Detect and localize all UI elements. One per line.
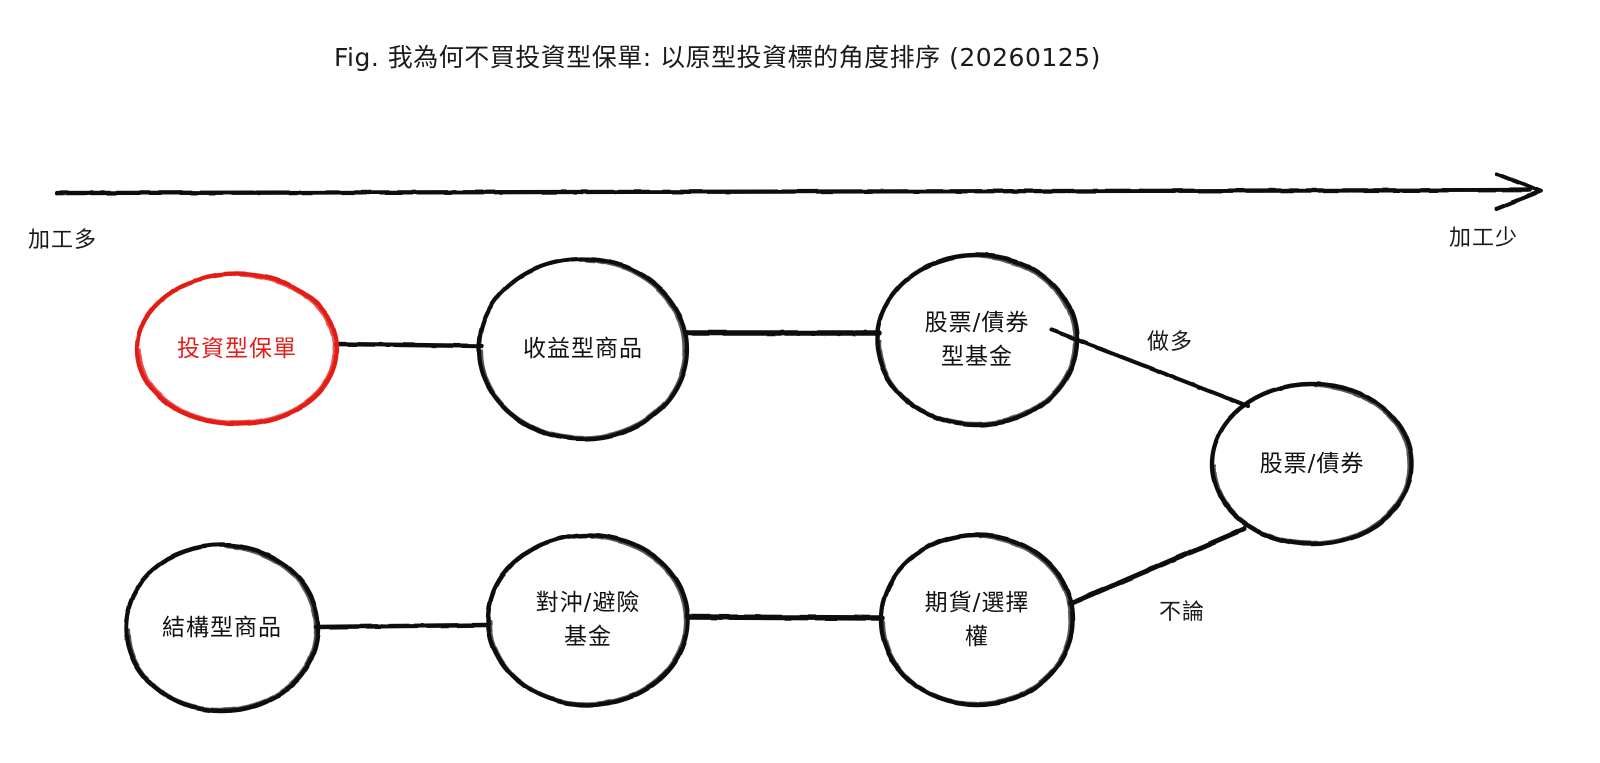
node-income-product[interactable]: [476, 256, 690, 442]
node-stock-bond-fund[interactable]: [874, 252, 1080, 428]
processing-degree-axis: [54, 172, 1543, 211]
axis-label-right: 加工少: [1449, 226, 1519, 251]
node-label-income-product: 收益型商品: [523, 336, 643, 362]
node-label-line-1: 期貨/選擇: [924, 590, 1030, 616]
node-label-stock-bond: 股票/債券: [1259, 451, 1365, 477]
node-label-futures-options: 期貨/選擇 權: [925, 586, 1030, 654]
node-structured-product[interactable]: [123, 542, 321, 714]
axis-label-left: 加工多: [28, 228, 98, 253]
node-label-hedge-fund: 對沖/避險 基金: [536, 586, 641, 654]
node-label-line-2: 基金: [564, 624, 612, 650]
node-label-line-1: 股票/債券: [924, 310, 1030, 336]
edge-structured-hedge: [313, 622, 490, 630]
node-label-stock-bond-fund: 股票/債券 型基金: [925, 306, 1030, 374]
node-label-investment-linked-policy: 投資型保單: [177, 336, 297, 362]
node-label-line-1: 對沖/避險: [535, 590, 641, 616]
edge-hedge-futures: [684, 614, 885, 621]
node-investment-linked-policy[interactable]: [134, 271, 340, 427]
edge-label-regardless: 不論: [1158, 600, 1206, 625]
edge-fund-stockbond: [1050, 328, 1250, 408]
edge-policy-income: [333, 341, 484, 349]
axis-arrowhead: [1494, 172, 1543, 211]
node-label-line-2: 權: [965, 624, 989, 650]
node-futures-options[interactable]: [878, 532, 1076, 708]
node-hedge-fund[interactable]: [485, 532, 691, 708]
node-label-structured-product: 結構型商品: [162, 615, 282, 641]
figure-title: Fig. 我為何不買投資型保單: 以原型投資標的角度排序 (20260125): [334, 43, 1101, 72]
edges-layer: [313, 328, 1250, 630]
node-stock-bond[interactable]: [1209, 381, 1415, 547]
edge-label-long: 做多: [1146, 330, 1194, 355]
edge-futures-stockbond: [1067, 526, 1247, 607]
node-label-line-2: 型基金: [941, 344, 1013, 370]
nodes-layer: [123, 252, 1415, 714]
